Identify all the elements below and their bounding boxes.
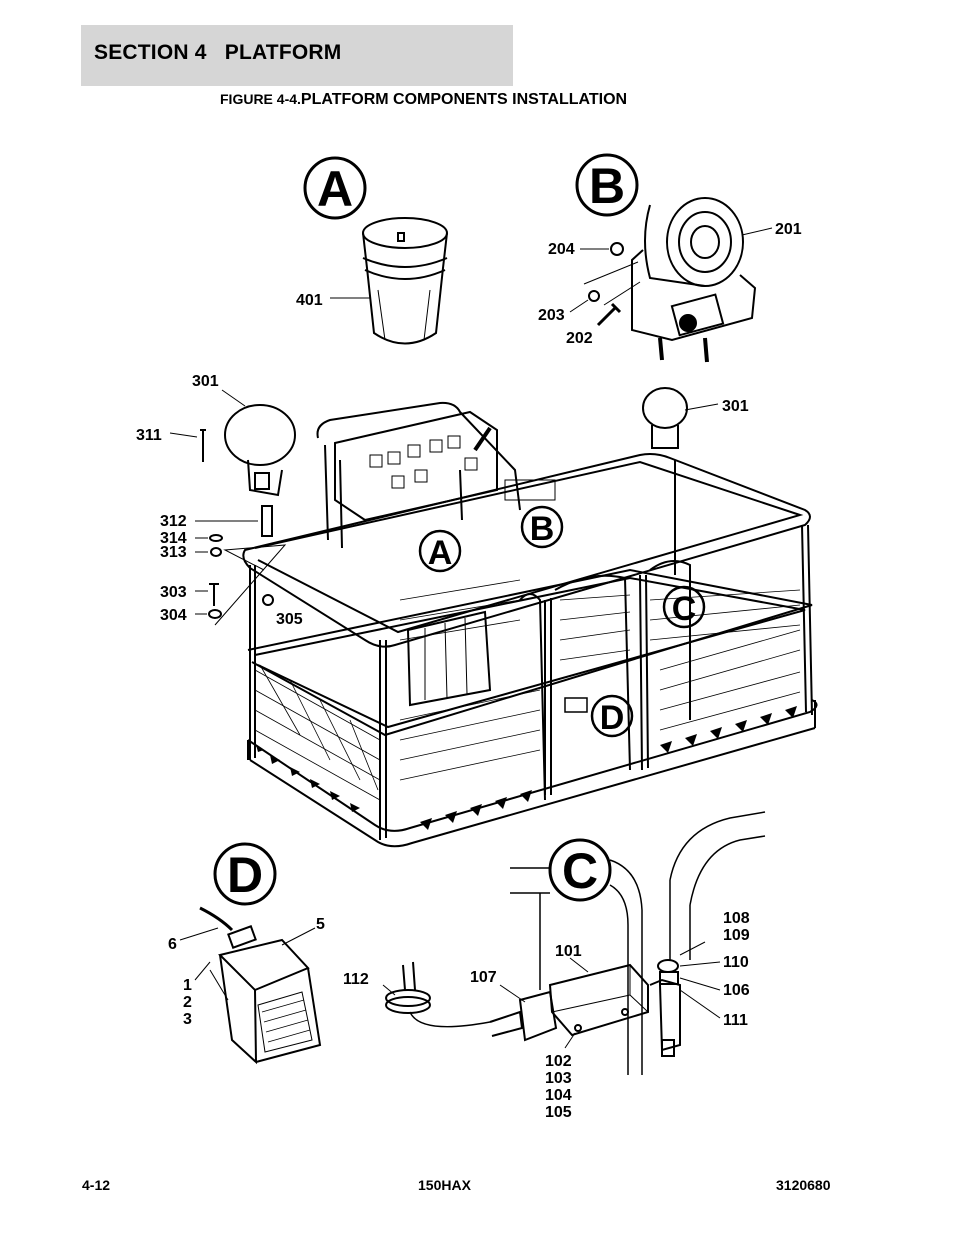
footer-page-number: 4-12 — [82, 1177, 111, 1193]
detail-letter-c: C — [562, 843, 598, 899]
callout-313: 313 — [160, 544, 187, 561]
callout-301-left: 301 — [192, 373, 219, 390]
beacon-left — [224, 404, 296, 497]
callout-109: 109 — [723, 927, 750, 944]
callout-6: 6 — [168, 936, 177, 953]
detail-letter-a: A — [317, 161, 353, 217]
callout-1: 1 — [183, 977, 192, 994]
callout-104: 104 — [545, 1087, 572, 1104]
callout-112: 112 — [343, 971, 369, 988]
callout-311: 311 — [136, 427, 162, 444]
callout-201: 201 — [775, 221, 802, 238]
callout-103: 103 — [545, 1070, 572, 1087]
callout-203: 203 — [538, 307, 565, 324]
callout-108: 108 — [723, 910, 750, 927]
detail-c-gate-switch: C — [385, 811, 766, 1075]
detail-letter-b: B — [589, 158, 625, 214]
callout-102: 102 — [545, 1053, 572, 1070]
callout-305: 305 — [276, 611, 303, 628]
callout-105: 105 — [545, 1104, 572, 1121]
detail-d-foot-switch: D — [199, 842, 322, 1065]
callout-204: 204 — [548, 241, 575, 258]
callout-107: 107 — [470, 969, 497, 986]
callout-301-right: 301 — [722, 398, 749, 415]
detail-b-horn-light: B — [575, 153, 757, 363]
callout-106: 106 — [723, 982, 750, 999]
detail-letter-d: D — [227, 847, 263, 903]
callout-3: 3 — [183, 1011, 192, 1028]
footer-model: 150HAX — [418, 1177, 471, 1193]
footer-doc-number: 3120680 — [776, 1177, 831, 1193]
detail-a-cup: A — [303, 156, 448, 345]
beacon-right — [642, 387, 688, 449]
location-letter-d: D — [600, 699, 625, 737]
figure-title-text: PLATFORM COMPONENTS INSTALLATION — [300, 91, 628, 108]
callout-303: 303 — [160, 584, 187, 601]
callout-401: 401 — [296, 292, 323, 309]
section-title: SECTION 4 PLATFORM — [94, 41, 342, 64]
location-letter-a: A — [428, 534, 453, 572]
platform-basket — [242, 401, 818, 848]
callout-314: 314 — [160, 530, 187, 547]
callout-111: 111 — [723, 1012, 748, 1029]
callout-304: 304 — [160, 607, 187, 624]
figure-title: FIGURE 4-4.PLATFORM COMPONENTS INSTALLAT… — [220, 91, 627, 109]
callout-101: 101 — [555, 943, 582, 960]
callout-2: 2 — [183, 994, 192, 1011]
callout-110: 110 — [723, 954, 749, 971]
callout-312: 312 — [160, 513, 187, 530]
location-letter-b: B — [530, 510, 555, 548]
location-letter-c: C — [672, 590, 697, 628]
callout-5: 5 — [316, 916, 325, 933]
section-header-bar — [81, 25, 513, 86]
callout-202: 202 — [566, 330, 593, 347]
figure-number: FIGURE 4-4. — [220, 91, 301, 107]
